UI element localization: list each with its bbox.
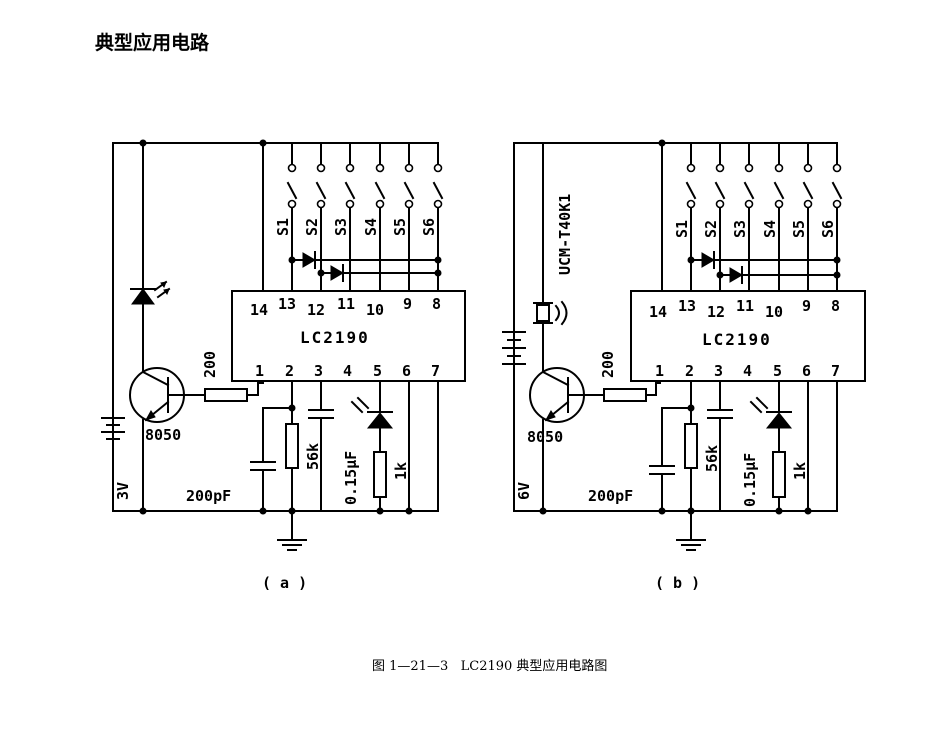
switches-a: S1 S2 S3 S4 [274, 142, 444, 292]
switch-s5: S5 [790, 142, 814, 292]
svg-text:S4: S4 [761, 220, 779, 238]
ic-label: LC2190 [702, 330, 772, 349]
sublabel-a: ( a ) [262, 574, 307, 592]
pin-11: 11 [736, 297, 754, 315]
transistor-8050-b: 8050 [527, 367, 585, 512]
pin-14: 14 [649, 303, 667, 321]
switch-s2: S2 [702, 142, 726, 292]
switch-s1: S1 [274, 142, 298, 292]
transducer-label: UCM-T40K1 [556, 194, 574, 275]
bottom-network-a: 200pF 56k 0.15μF 1k [139, 380, 439, 551]
pin-6: 6 [802, 362, 811, 380]
switch-s2: S2 [303, 142, 327, 292]
pin-14: 14 [250, 301, 268, 319]
ic-label: LC2190 [300, 328, 370, 347]
ic-lc2190-b: LC2190 14 13 12 11 10 9 8 1 2 3 4 5 6 7 [630, 290, 866, 382]
cap-015-label: 0.15μF [741, 453, 759, 507]
svg-text:S2: S2 [702, 220, 720, 238]
pin-3: 3 [314, 362, 323, 380]
pin-8: 8 [432, 295, 441, 313]
svg-text:S5: S5 [391, 218, 409, 236]
pin-10: 10 [765, 303, 783, 321]
base-resistor-label: 200 [201, 351, 219, 378]
diodes-a [288, 251, 442, 282]
battery-3v: 3V [101, 404, 132, 500]
pin-12: 12 [707, 303, 725, 321]
pin-11: 11 [337, 295, 355, 313]
transducer-b: UCM-T40K1 [533, 142, 574, 373]
svg-text:S6: S6 [420, 218, 438, 236]
svg-text:S3: S3 [332, 218, 350, 236]
svg-text:S1: S1 [274, 218, 292, 236]
pin-5: 5 [773, 362, 782, 380]
cap-200pf-label: 200pF [186, 487, 231, 505]
switch-s5: S5 [391, 142, 415, 292]
switch-s6: S6 [420, 142, 444, 292]
pin-7: 7 [431, 362, 440, 380]
switches-b: S1 S2 S3 S4 [673, 142, 843, 292]
r56k-label: 56k [703, 445, 721, 472]
pin-3: 3 [714, 362, 723, 380]
circuit-a: 3V 8050 200 [101, 139, 466, 592]
led-a [130, 142, 171, 373]
pin-2: 2 [685, 362, 694, 380]
sublabel-b: ( b ) [655, 574, 700, 592]
pin-6: 6 [402, 362, 411, 380]
transistor-label: 8050 [145, 426, 181, 444]
pin-4: 4 [743, 362, 752, 380]
base-resistor-label: 200 [599, 351, 617, 378]
pin-10: 10 [366, 301, 384, 319]
battery-label: 3V [114, 482, 132, 500]
svg-text:S5: S5 [790, 220, 808, 238]
battery-label: 6V [515, 482, 533, 500]
pin-13: 13 [678, 297, 696, 315]
pin-1: 1 [255, 362, 264, 380]
svg-text:S1: S1 [673, 220, 691, 238]
cap-200pf-label: 200pF [588, 487, 633, 505]
pin-4: 4 [343, 362, 352, 380]
svg-text:S6: S6 [819, 220, 837, 238]
transistor-8050-a: 8050 [129, 367, 185, 512]
svg-text:S3: S3 [731, 220, 749, 238]
pin-5: 5 [373, 362, 382, 380]
pin-12: 12 [307, 301, 325, 319]
heading: 典型应用电路 [95, 32, 210, 54]
frame-wire [112, 142, 439, 512]
pin-8: 8 [831, 297, 840, 315]
pin-9: 9 [403, 295, 412, 313]
cap-015-label: 0.15μF [342, 451, 360, 505]
transistor-label: 8050 [527, 428, 563, 446]
ic-lc2190-a: LC2190 14 13 12 11 10 9 8 1 2 3 4 5 6 7 [231, 290, 466, 382]
pin-9: 9 [802, 297, 811, 315]
base-resistor-a: 200 [167, 351, 264, 402]
base-resistor-b: 200 [567, 351, 661, 402]
switch-s6: S6 [819, 142, 843, 292]
pin-7: 7 [831, 362, 840, 380]
switch-s3: S3 [332, 142, 356, 292]
circuit-b: 6V UCM-T40K1 8050 20 [502, 139, 866, 592]
r1k-label: 1k [392, 462, 410, 480]
switch-s4: S4 [362, 142, 386, 292]
svg-text:S4: S4 [362, 218, 380, 236]
switch-s4: S4 [761, 142, 785, 292]
pin-13: 13 [278, 295, 296, 313]
pin-1: 1 [655, 362, 664, 380]
figure-caption: 图 1—21—3 LC2190 典型应用电路图 [372, 659, 608, 674]
r1k-label: 1k [791, 462, 809, 480]
switch-s3: S3 [731, 142, 755, 292]
battery-6v: 6V [502, 327, 533, 500]
bottom-network-b: 200pF 56k 0.15μF 1k [539, 380, 838, 551]
svg-text:S2: S2 [303, 218, 321, 236]
pin-2: 2 [285, 362, 294, 380]
diodes-b [687, 251, 841, 284]
r56k-label: 56k [304, 443, 322, 470]
switch-s1: S1 [673, 142, 697, 292]
